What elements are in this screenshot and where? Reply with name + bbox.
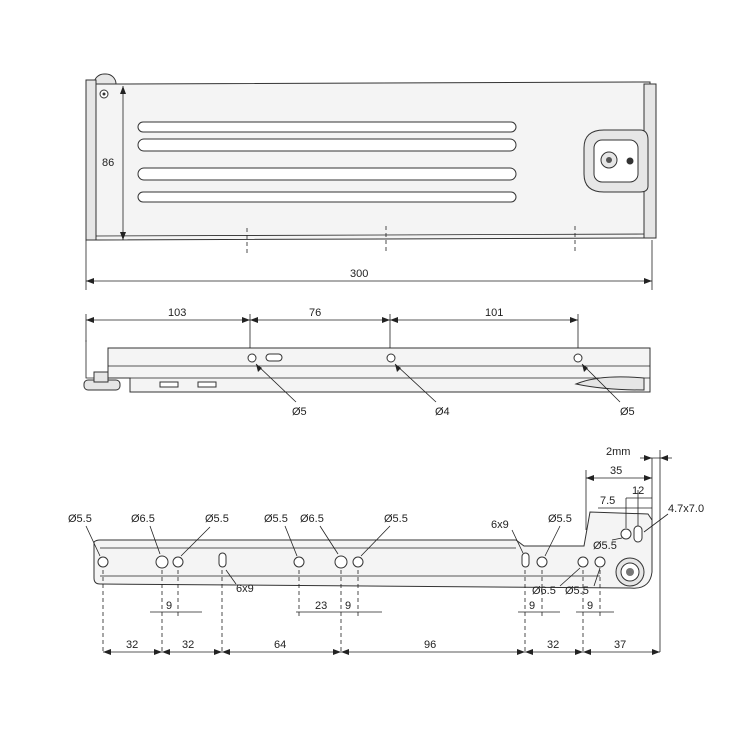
dim-spacing-3: 101 xyxy=(485,307,503,319)
dim-gap: 2mm xyxy=(606,446,630,458)
bottom-view: Ø5.5 Ø6.5 Ø5.5 Ø5.5 Ø6.5 Ø5.5 6x9 6x9 Ø5… xyxy=(68,446,704,655)
hole-a4 xyxy=(293,556,305,568)
rib-3 xyxy=(137,167,517,181)
dim-9c: 9 xyxy=(529,600,535,612)
rib-1 xyxy=(137,121,517,133)
hole-a6 xyxy=(352,556,364,568)
label-a10: Ø5.5 xyxy=(593,540,617,552)
label-a2: Ø6.5 xyxy=(131,513,155,525)
label-a1: Ø5.5 xyxy=(68,513,92,525)
side-hole-3 xyxy=(573,353,583,363)
label-a4: Ø5.5 xyxy=(264,513,288,525)
dim-bottom-1: 32 xyxy=(126,639,138,651)
hole-a2 xyxy=(155,555,169,569)
dim-spacing-2: 76 xyxy=(309,307,321,319)
dim-bottom-3: 64 xyxy=(274,639,286,651)
hole-a5 xyxy=(334,555,348,569)
dim-7-5: 7.5 xyxy=(600,495,615,507)
rear-lock-clip xyxy=(583,129,649,193)
dim-23: 23 xyxy=(315,600,327,612)
dim-length: 300 xyxy=(350,268,368,280)
hole-a7 xyxy=(536,556,548,568)
label-a3: Ø5.5 xyxy=(205,513,229,525)
dim-bottom-2: 32 xyxy=(182,639,194,651)
side-view: 103 76 101 Ø5 Ø4 Ø5 xyxy=(83,307,651,418)
dim-bottom-6: 37 xyxy=(614,639,626,651)
side-rail xyxy=(107,347,651,393)
left-flange xyxy=(85,79,97,241)
label-a8: Ø6.5 xyxy=(532,585,556,597)
label-a6: Ø5.5 xyxy=(384,513,408,525)
slot-b xyxy=(521,552,530,568)
dim-9b: 9 xyxy=(345,600,351,612)
hole-label-2: Ø4 xyxy=(435,406,450,418)
dim-spacing-1: 103 xyxy=(168,307,186,319)
side-hole-1 xyxy=(247,353,257,363)
rib-4 xyxy=(137,191,517,203)
hole-a9 xyxy=(594,556,606,568)
oval-hole xyxy=(633,525,643,543)
hole-a8 xyxy=(577,556,589,568)
hole-a1 xyxy=(97,556,109,568)
dim-9d: 9 xyxy=(587,600,593,612)
label-a7: Ø5.5 xyxy=(548,513,572,525)
label-slot-a: 6x9 xyxy=(236,583,254,595)
label-a9: Ø5.5 xyxy=(565,585,589,597)
hole-label-3: Ø5 xyxy=(620,406,635,418)
rail-body xyxy=(95,81,651,241)
slot-a xyxy=(218,552,227,568)
label-oval: 4.7x7.0 xyxy=(668,503,704,515)
bottom-rail xyxy=(93,511,653,589)
label-slot-b: 6x9 xyxy=(491,519,509,531)
dim-9a: 9 xyxy=(166,600,172,612)
label-a5: Ø6.5 xyxy=(300,513,324,525)
dim-bottom-5: 32 xyxy=(547,639,559,651)
hole-label-1: Ø5 xyxy=(292,406,307,418)
dim-12: 12 xyxy=(632,485,644,497)
dim-35: 35 xyxy=(610,465,622,477)
dim-bottom-4: 96 xyxy=(424,639,436,651)
dim-height: 86 xyxy=(102,157,114,169)
top-view: 86 300 xyxy=(85,73,657,290)
hole-a10 xyxy=(620,528,632,540)
hole-a3 xyxy=(172,556,184,568)
rib-2 xyxy=(137,138,517,152)
side-hole-2 xyxy=(386,353,396,363)
